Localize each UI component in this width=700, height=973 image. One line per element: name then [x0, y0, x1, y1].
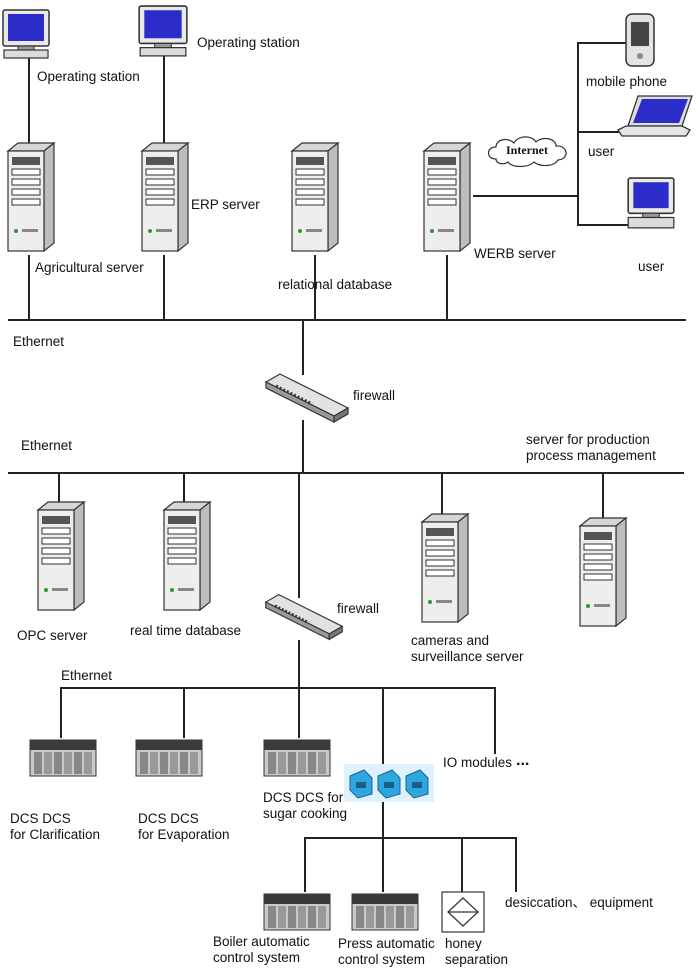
relational-database-label: relational database	[278, 277, 393, 292]
server-tower-icon	[416, 512, 470, 624]
link-agricultural-server	[28, 255, 30, 320]
firewall-1-label: firewall	[353, 388, 396, 403]
dcs-sugar-label-line1: DCS DCS for	[263, 790, 344, 805]
link-opc-server	[58, 473, 60, 503]
mobile-phone-icon	[622, 12, 658, 68]
production-server-label-line2: process management	[526, 448, 656, 463]
plc-controller-icon	[262, 734, 332, 778]
link-dcs-sugar	[298, 688, 300, 738]
dcs-sugar-label-line2: sugar cooking	[263, 806, 348, 821]
server-tower-icon	[2, 141, 56, 253]
link-boiler	[304, 837, 306, 892]
cameras-label-line1: cameras and	[411, 633, 490, 648]
link-operating-station-1	[28, 55, 30, 150]
internet-cloud-icon: Internet	[484, 133, 574, 169]
press-label-line1: Press automatic	[338, 936, 435, 951]
honey-label-line2: separation	[445, 952, 509, 967]
desktop-computer-icon	[136, 4, 190, 58]
desktop-computer-icon	[0, 8, 52, 60]
link-io-trunk	[382, 800, 384, 837]
ethernet-bus-bottom	[60, 687, 496, 689]
link-firewall-1-down	[302, 420, 304, 473]
link-werb-internet	[473, 195, 577, 197]
firewall-icon	[262, 372, 352, 424]
link-desktop	[577, 224, 629, 226]
user-laptop-label: user	[588, 144, 615, 159]
opc-server-label: OPC server	[17, 628, 88, 643]
dcs-evaporation-label-line2: for Evaporation	[138, 827, 230, 842]
link-firewall-1-up	[302, 320, 304, 375]
link-cameras-server	[441, 473, 443, 517]
server-tower-icon	[32, 500, 86, 612]
link-real-time-database	[183, 473, 185, 503]
link-werb-server	[446, 255, 448, 320]
boiler-label-line2: control system	[213, 950, 301, 965]
honey-separator-icon	[440, 890, 486, 934]
plc-controller-icon	[262, 888, 332, 932]
internet-label: Internet	[506, 143, 548, 157]
link-desiccation	[515, 837, 517, 892]
link-erp-server	[163, 255, 165, 320]
io-modules-label: IO modules	[443, 755, 513, 770]
erp-server-label: ERP server	[191, 197, 260, 212]
firewall-icon	[262, 592, 346, 642]
ethernet-bus-top	[8, 319, 686, 321]
control-bus	[304, 837, 516, 839]
link-firewall-2-up	[298, 473, 300, 598]
link-mobile-phone	[577, 42, 629, 44]
link-dcs-evaporation	[183, 688, 185, 738]
boiler-label-line1: Boiler automatic	[213, 934, 310, 949]
link-honey	[461, 837, 463, 892]
link-operating-station-2	[163, 55, 165, 150]
operating-station-1-label: Operating station	[37, 69, 140, 84]
link-device-trunk	[577, 42, 579, 225]
honey-label-line1: honey	[445, 936, 482, 951]
link-io-modules	[382, 688, 384, 768]
real-time-database-label: real time database	[130, 623, 242, 638]
desktop-computer-icon	[624, 176, 678, 232]
werb-server-label: WERB server	[474, 246, 556, 261]
desiccation-label: desiccation、 equipment	[505, 895, 653, 910]
link-io-end	[494, 688, 496, 754]
agricultural-server-label: Agricultural server	[35, 260, 144, 275]
link-laptop	[577, 131, 625, 133]
production-server-label-line1: server for production	[526, 432, 650, 447]
server-tower-icon	[158, 500, 212, 612]
link-relational-database	[314, 255, 316, 320]
press-label-line2: control system	[338, 952, 426, 967]
link-production-server	[602, 473, 604, 521]
server-tower-icon	[286, 141, 340, 253]
operating-station-2-label: Operating station	[197, 35, 300, 50]
laptop-icon	[616, 94, 696, 138]
io-ellipsis-label: ...	[516, 752, 530, 769]
dcs-evaporation-label-line1: DCS DCS	[138, 811, 199, 826]
server-tower-icon	[418, 141, 472, 253]
ethernet-bottom-label: Ethernet	[61, 668, 113, 683]
mobile-phone-label: mobile phone	[586, 74, 668, 89]
dcs-clarification-label-line2: for Clarification	[10, 827, 101, 842]
user-desktop-label: user	[638, 259, 665, 274]
plc-controller-icon	[28, 734, 98, 778]
ethernet-top-label: Ethernet	[13, 334, 65, 349]
firewall-2-label: firewall	[337, 601, 380, 616]
plc-controller-icon	[134, 734, 204, 778]
plc-controller-icon	[350, 888, 420, 932]
link-firewall-2-down	[298, 640, 300, 688]
ethernet-bus-middle	[8, 472, 684, 474]
ethernet-mid-label: Ethernet	[21, 438, 73, 453]
link-press	[382, 837, 384, 892]
server-tower-icon	[574, 516, 628, 628]
cameras-label-line2: surveillance server	[411, 649, 524, 664]
link-dcs-clarification	[60, 688, 62, 738]
server-tower-icon	[136, 141, 190, 253]
io-module-icon	[344, 764, 434, 802]
dcs-clarification-label-line1: DCS DCS	[10, 811, 71, 826]
